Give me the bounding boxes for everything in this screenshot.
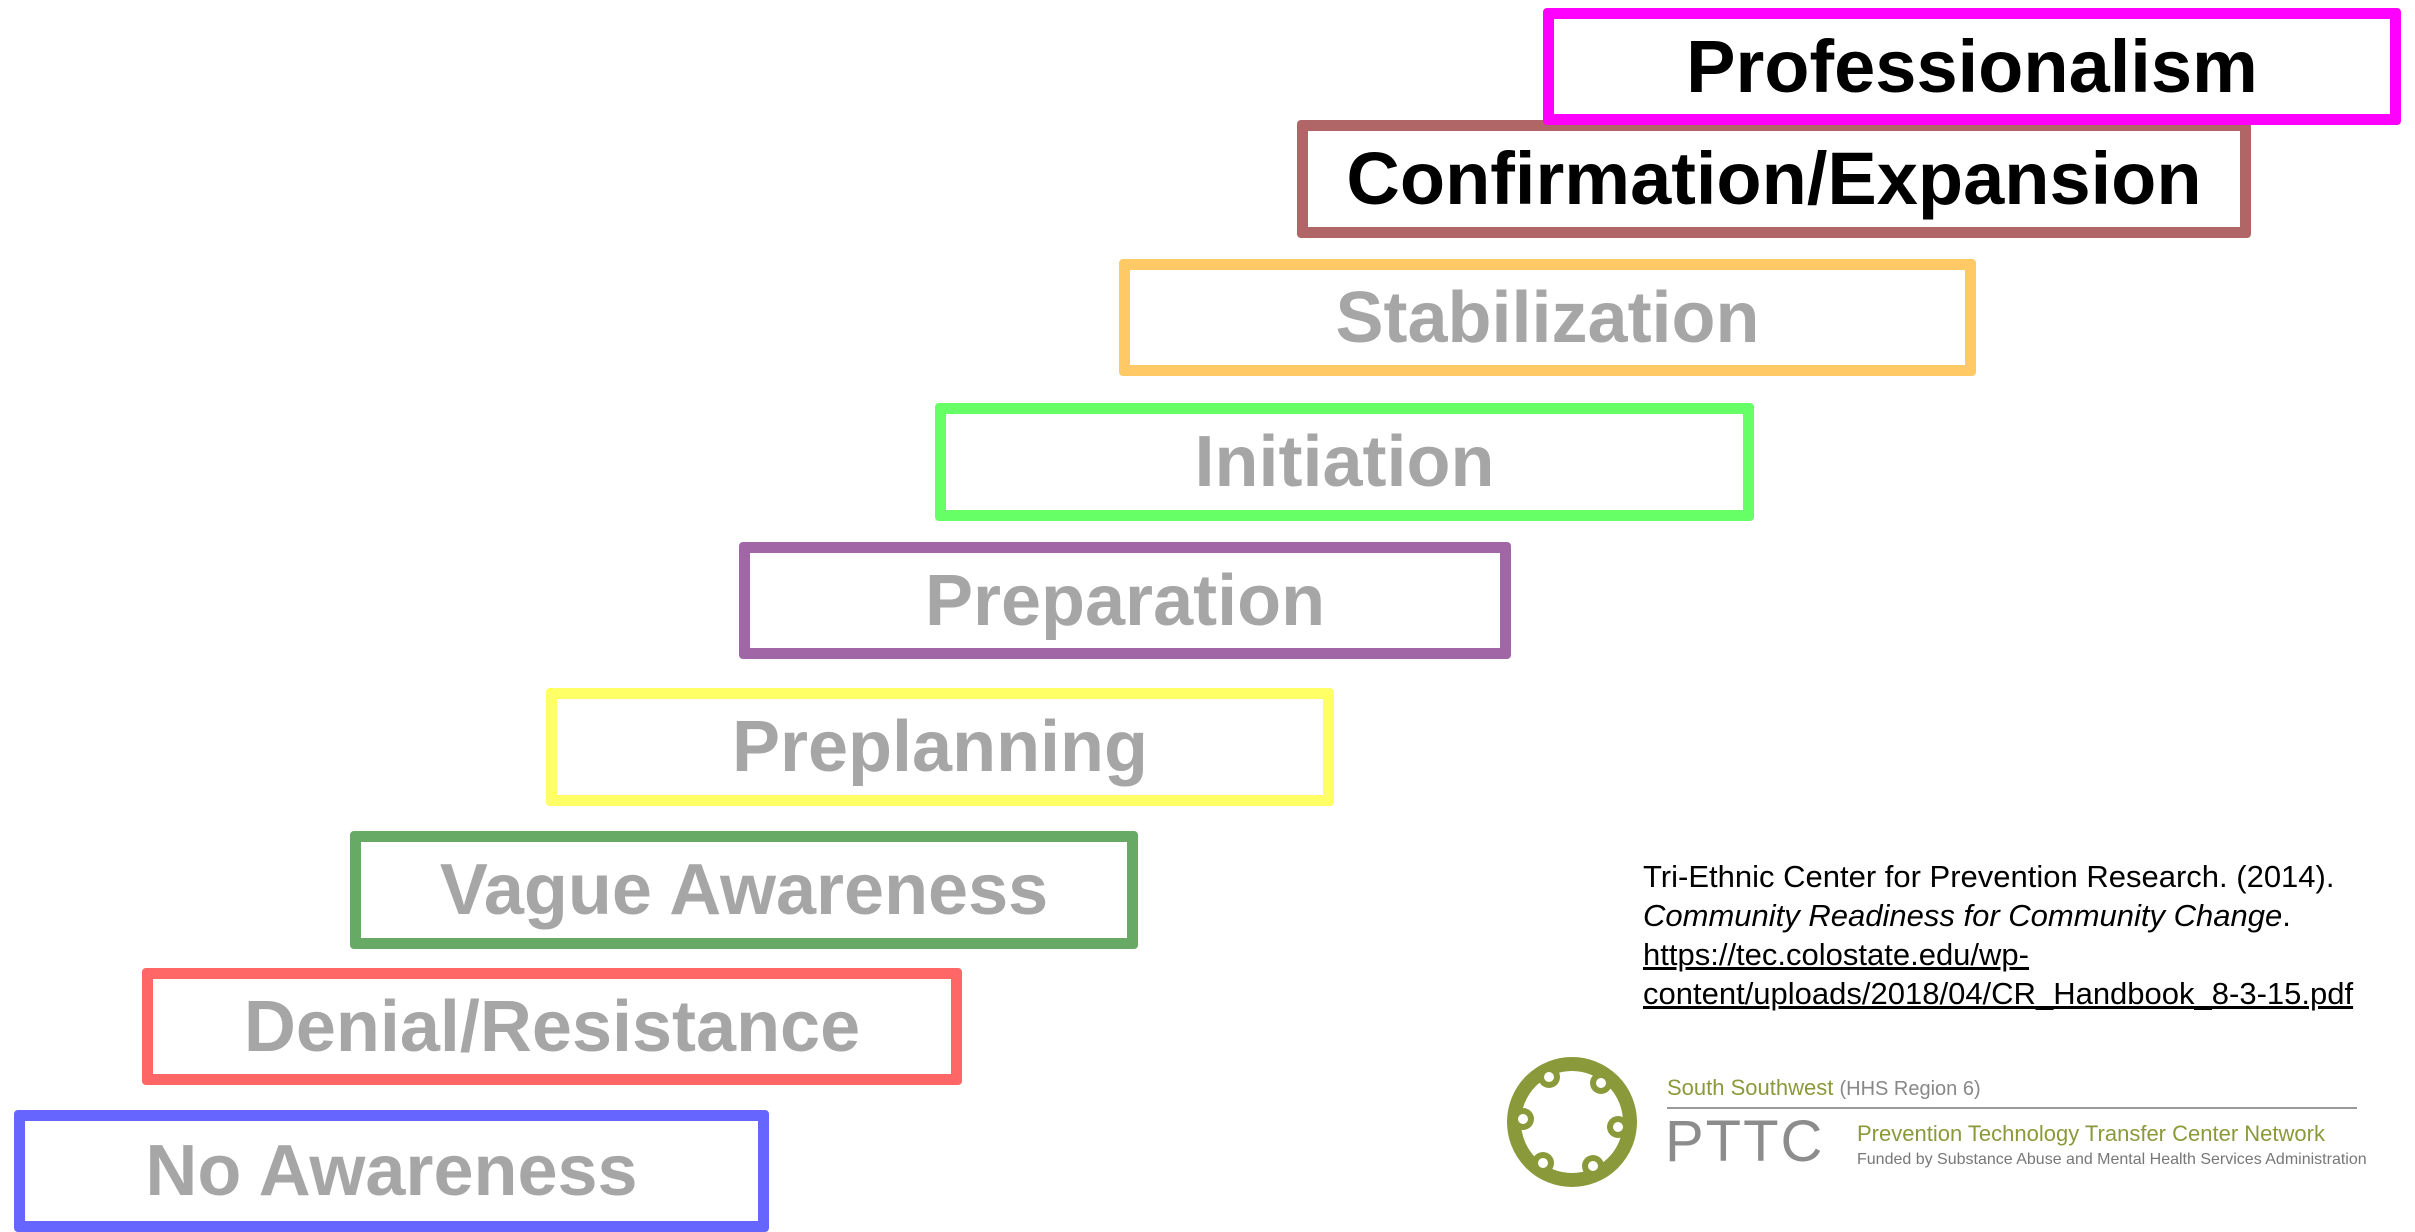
stage-confirmation-expansion: Confirmation/Expansion: [1297, 120, 2251, 238]
stage-label: Confirmation/Expansion: [1346, 137, 2202, 220]
stage-preparation: Preparation: [739, 542, 1511, 659]
pttc-people-circle-icon: [1507, 1057, 1637, 1187]
citation-title-line: Community Readiness for Community Change…: [1643, 896, 2403, 935]
citation: Tri-Ethnic Center for Prevention Researc…: [1643, 857, 2403, 1013]
citation-url-link-1[interactable]: https://tec.colostate.edu/wp-: [1643, 937, 2029, 972]
stage-label: Professionalism: [1686, 24, 2258, 108]
stage-preplanning: Preplanning: [546, 688, 1334, 806]
stage-label: Preparation: [924, 560, 1326, 641]
stage-vague-awareness: Vague Awareness: [350, 831, 1138, 949]
citation-url-link-2[interactable]: content/uploads/2018/04/CR_Handbook_8-3-…: [1643, 976, 2354, 1011]
citation-author-line: Tri-Ethnic Center for Prevention Researc…: [1643, 859, 2335, 894]
stage-label: Denial/Resistance: [243, 986, 861, 1067]
stage-label: Preplanning: [731, 707, 1149, 787]
stage-label: No Awareness: [145, 1131, 638, 1211]
logo-region-name: South Southwest: [1667, 1075, 1834, 1100]
logo-divider: [1667, 1107, 2357, 1109]
stage-label: Initiation: [1194, 422, 1495, 502]
stage-label: Stabilization: [1335, 277, 1760, 358]
stage-initiation: Initiation: [935, 403, 1754, 521]
logo-region-sub: (HHS Region 6): [1839, 1078, 1981, 1100]
logo-network-name: Prevention Technology Transfer Center Ne…: [1857, 1121, 2325, 1146]
stage-stabilization: Stabilization: [1119, 259, 1976, 376]
logo-region: South Southwest (HHS Region 6): [1667, 1075, 1981, 1101]
stage-denial-resistance: Denial/Resistance: [142, 968, 962, 1085]
logo-funded-by: Funded by Substance Abuse and Mental Hea…: [1857, 1151, 2367, 1168]
stage-label: Vague Awareness: [439, 850, 1049, 930]
stage-professionalism: Professionalism: [1543, 8, 2401, 125]
citation-title-suffix: .: [2282, 898, 2291, 933]
pttc-logo: South Southwest (HHS Region 6) PTTC Prev…: [1505, 1055, 2385, 1205]
stage-no-awareness: No Awareness: [14, 1110, 769, 1232]
citation-title: Community Readiness for Community Change: [1643, 898, 2283, 933]
logo-acronym: PTTC: [1665, 1109, 1825, 1174]
